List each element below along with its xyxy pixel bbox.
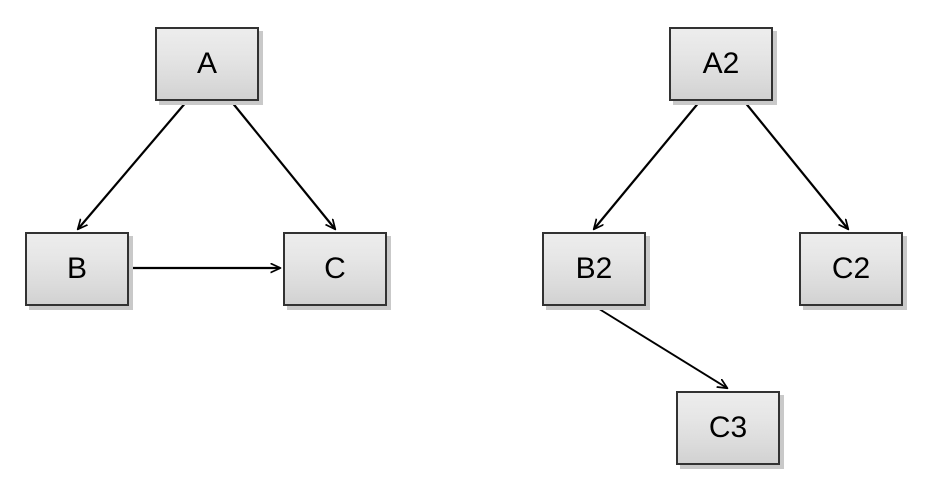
edge-b2-to-c3 [595,306,727,388]
node-b[interactable]: B [25,232,129,306]
edge-a-to-c [230,100,335,229]
node-c-label: C [324,252,346,285]
node-b-label: B [66,252,87,285]
node-c[interactable]: C [283,232,387,306]
node-c3[interactable]: C3 [676,391,780,465]
node-a2-label: A2 [702,47,740,80]
node-c2[interactable]: C2 [799,232,903,306]
node-c3-label: C3 [708,411,748,444]
node-b2[interactable]: B2 [542,232,646,306]
node-c2-label: C2 [831,252,871,285]
node-a-label: A [196,47,217,80]
node-b2-label: B2 [575,252,613,285]
edge-a2-to-b2 [594,100,701,229]
node-a2[interactable]: A2 [669,27,773,101]
node-a[interactable]: A [155,27,259,101]
edge-a2-to-c2 [743,100,848,229]
edge-a-to-b [78,100,188,229]
